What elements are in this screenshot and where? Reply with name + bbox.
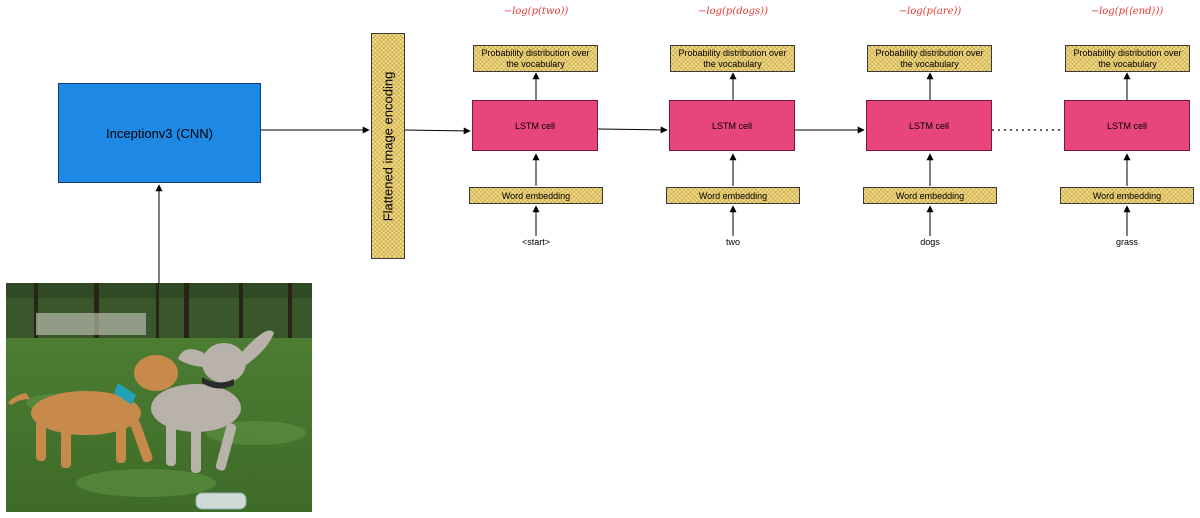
loss-label: −log(p(two)) [503, 6, 569, 17]
probability-box: Probability distribution over the vocabu… [670, 45, 795, 72]
word-embedding-label: Word embedding [1092, 190, 1162, 201]
probability-box: Probability distribution over the vocabu… [867, 45, 992, 72]
probability-box: Probability distribution over the vocabu… [473, 45, 598, 72]
cnn-box: Inceptionv3 (CNN) [58, 83, 261, 183]
word-embedding-box: Word embedding [666, 187, 800, 204]
probability-label: Probability distribution over the vocabu… [481, 47, 590, 69]
lstm-cell: LSTM cell [866, 100, 992, 151]
word-embedding-label: Word embedding [698, 190, 768, 201]
loss-label: −log(p(are)) [898, 6, 962, 17]
lstm-label: LSTM cell [514, 120, 555, 131]
lstm-label: LSTM cell [1106, 120, 1147, 131]
input-token: grass [1115, 237, 1138, 247]
lstm-cell: LSTM cell [472, 100, 598, 151]
lstm-cell: LSTM cell [669, 100, 795, 151]
arrow-lstm1-to-lstm2 [597, 126, 668, 134]
probability-label: Probability distribution over the vocabu… [678, 47, 787, 69]
lstm-cell: LSTM cell [1064, 100, 1190, 151]
cnn-label: Inceptionv3 (CNN) [106, 125, 213, 141]
word-embedding-box: Word embedding [863, 187, 997, 204]
lstm-label: LSTM cell [908, 120, 949, 131]
input-token: <start> [521, 237, 550, 247]
input-photo [6, 283, 312, 512]
probability-label: Probability distribution over the vocabu… [875, 47, 984, 69]
flattened-encoding-label: Flattened image encoding [380, 71, 396, 221]
word-embedding-box: Word embedding [469, 187, 603, 204]
input-token: two [725, 237, 740, 247]
input-token: dogs [920, 237, 940, 247]
loss-label: −log(p(dogs)) [698, 6, 768, 17]
word-embedding-box: Word embedding [1060, 187, 1194, 204]
probability-label: Probability distribution over the vocabu… [1073, 47, 1182, 69]
flattened-encoding-box: Flattened image encoding [371, 33, 405, 259]
arrow-encoding-to-lstm [404, 127, 471, 135]
word-embedding-label: Word embedding [501, 190, 571, 201]
lstm-label: LSTM cell [711, 120, 752, 131]
loss-label: −log(p(⟨end⟩)) [1090, 6, 1164, 17]
probability-box: Probability distribution over the vocabu… [1065, 45, 1190, 72]
word-embedding-label: Word embedding [895, 190, 965, 201]
